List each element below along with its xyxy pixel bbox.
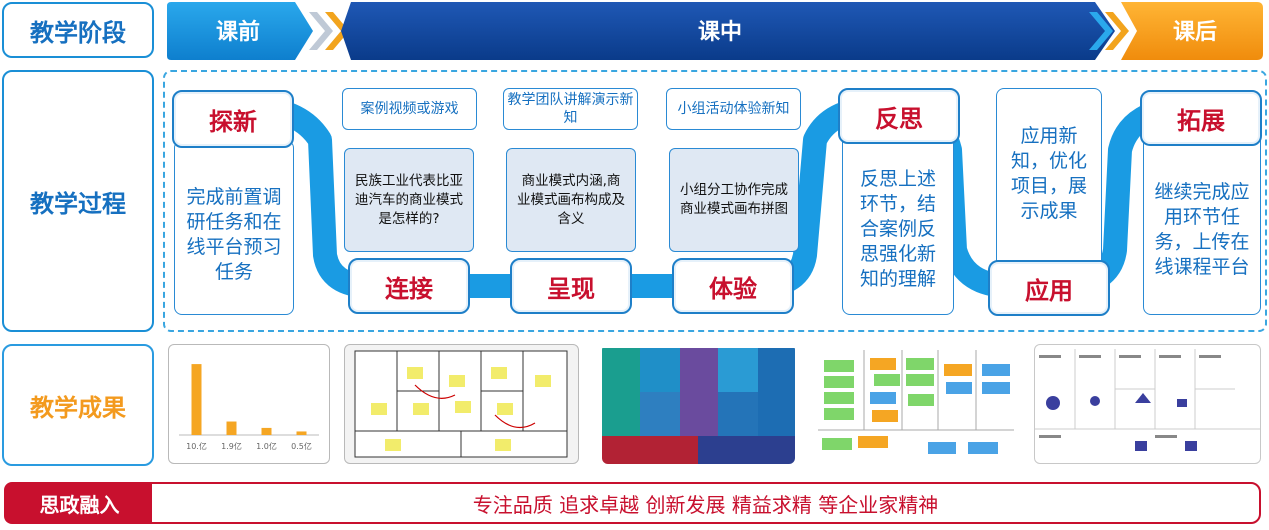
extend-text: 继续完成应用环节任务，上传在线课程平台 bbox=[1154, 180, 1250, 278]
bar bbox=[226, 421, 237, 435]
result-sticky-notes-thumb bbox=[818, 344, 1014, 464]
explore-label: 探新 bbox=[172, 90, 294, 148]
present-top-text: 教学团队讲解演示新知 bbox=[507, 92, 634, 126]
row-label-stage: 教学阶段 bbox=[2, 2, 154, 58]
stage-before-shape bbox=[167, 2, 313, 60]
stage-after-shape bbox=[1121, 2, 1263, 60]
result-icon-canvas-thumb bbox=[1034, 344, 1261, 464]
apply-text: 应用新知，优化项目，展示成果 bbox=[1010, 125, 1087, 222]
stage-before-label: 课前 bbox=[215, 20, 260, 45]
colored-canvas-image bbox=[602, 348, 795, 464]
row-label-process: 教学过程 bbox=[2, 70, 154, 332]
reflect-label: 反思 bbox=[838, 88, 960, 144]
ideology-label: 思政融入 bbox=[4, 482, 155, 524]
connect-label-text: 连接 bbox=[385, 274, 433, 303]
bar bbox=[296, 431, 307, 435]
connect-label: 连接 bbox=[348, 258, 470, 314]
chevron-icon bbox=[1105, 12, 1129, 50]
explore-text-box: 完成前置调研任务和在线平台预习任务 bbox=[174, 140, 294, 315]
chevron-icon bbox=[1089, 12, 1113, 50]
reflect-text: 反思上述环节，结合案例反思强化新知的理解 bbox=[859, 168, 936, 290]
ideology-text: 专注品质 追求卓越 创新发展 精益求精 等企业家精神 bbox=[472, 492, 939, 517]
present-label-text: 呈现 bbox=[547, 274, 595, 303]
experience-content-text: 小组分工协作完成商业模式画布拼图 bbox=[680, 182, 788, 217]
result-chart-thumb: 10.亿 1.9亿 1.0亿 0.5亿 bbox=[168, 344, 330, 464]
row-label-results-text: 教学成果 bbox=[30, 393, 126, 422]
connect-top-box: 案例视频或游戏 bbox=[342, 88, 477, 130]
stage-during: 课中 bbox=[350, 2, 1090, 58]
explore-text: 完成前置调研任务和在线平台预习任务 bbox=[186, 185, 282, 283]
process-frame bbox=[163, 70, 1267, 332]
result-canvas-sketch-thumb bbox=[344, 344, 579, 464]
explore-label-text: 探新 bbox=[209, 107, 257, 136]
bar bbox=[261, 427, 272, 435]
extend-text-box: 继续完成应用环节任务，上传在线课程平台 bbox=[1143, 130, 1261, 315]
canvas-sketch-image bbox=[354, 350, 568, 458]
stage-bar bbox=[167, 2, 1263, 60]
chevron-icon bbox=[309, 12, 333, 50]
reflect-label-text: 反思 bbox=[875, 104, 923, 133]
reflect-text-box: 反思上述环节，结合案例反思强化新知的理解 bbox=[842, 130, 954, 315]
mini-bar-chart: 10.亿 1.9亿 1.0亿 0.5亿 bbox=[179, 364, 319, 451]
tick-label: 1.9亿 bbox=[221, 441, 242, 451]
stage-after: 课后 bbox=[1130, 2, 1260, 58]
stage-during-label: 课中 bbox=[697, 20, 742, 45]
tick-label: 0.5亿 bbox=[291, 441, 312, 451]
experience-top-text: 小组活动体验新知 bbox=[677, 101, 790, 117]
result-colored-canvas-thumb bbox=[602, 344, 795, 464]
stage-after-label: 课后 bbox=[1172, 20, 1217, 45]
connect-content-text: 民族工业代表比亚迪汽车的商业模式是怎样的? bbox=[355, 172, 463, 227]
row-label-stage-text: 教学阶段 bbox=[30, 18, 126, 47]
apply-label: 应用 bbox=[988, 260, 1110, 316]
experience-top-box: 小组活动体验新知 bbox=[666, 88, 801, 130]
ideology-bar: 专注品质 追求卓越 创新发展 精益求精 等企业家精神 bbox=[150, 482, 1261, 524]
present-label: 呈现 bbox=[510, 258, 632, 314]
row-label-results: 教学成果 bbox=[2, 344, 154, 466]
present-top-box: 教学团队讲解演示新知 bbox=[503, 88, 638, 130]
tick-label: 10.亿 bbox=[186, 441, 207, 451]
present-content-box: 商业模式内涵,商业模式画布构成及含义 bbox=[506, 148, 636, 252]
apply-text-box: 应用新知，优化项目，展示成果 bbox=[996, 88, 1102, 268]
stage-during-shape bbox=[341, 2, 1115, 60]
bar bbox=[191, 364, 202, 435]
apply-label-text: 应用 bbox=[1025, 276, 1073, 305]
icon-canvas-image bbox=[1035, 349, 1260, 451]
ideology-label-text: 思政融入 bbox=[39, 492, 120, 517]
extend-label-text: 拓展 bbox=[1177, 106, 1225, 135]
tick-label: 1.0亿 bbox=[256, 441, 277, 451]
sticky-notes-image bbox=[818, 346, 1014, 462]
extend-label: 拓展 bbox=[1140, 90, 1262, 146]
stage-before: 课前 bbox=[170, 2, 306, 58]
connect-content-box: 民族工业代表比亚迪汽车的商业模式是怎样的? bbox=[344, 148, 474, 252]
experience-label-text: 体验 bbox=[709, 274, 757, 303]
experience-label: 体验 bbox=[672, 258, 794, 314]
present-content-text: 商业模式内涵,商业模式画布构成及含义 bbox=[517, 172, 625, 227]
experience-content-box: 小组分工协作完成商业模式画布拼图 bbox=[669, 148, 799, 252]
connect-top-text: 案例视频或游戏 bbox=[360, 101, 459, 117]
row-label-process-text: 教学过程 bbox=[30, 189, 126, 218]
